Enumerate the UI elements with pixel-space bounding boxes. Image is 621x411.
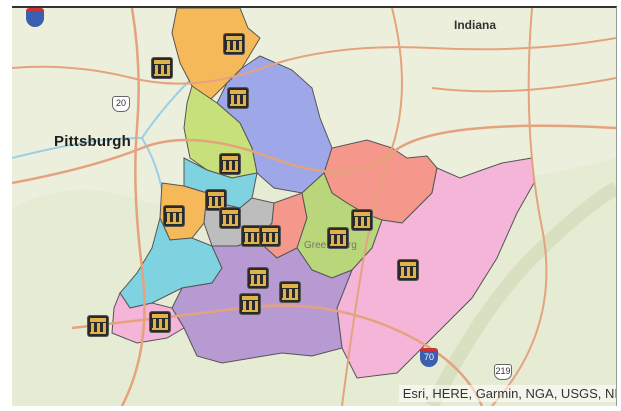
courthouse-icon[interactable] (220, 208, 240, 228)
courthouse-icon[interactable] (206, 190, 226, 210)
courthouse-icon[interactable] (280, 282, 300, 302)
courthouse-icon[interactable] (242, 226, 262, 246)
courthouse-icon[interactable] (240, 294, 260, 314)
map-view[interactable]: Pittsburgh Indiana Greensburg 20 70 219 … (12, 6, 617, 406)
interstate-shield-nw (26, 8, 44, 27)
terrain-ridge (425, 181, 616, 406)
road-us219 (491, 8, 548, 406)
basemap (12, 8, 616, 406)
courthouse-icon[interactable] (224, 34, 244, 54)
courthouse-icon[interactable] (260, 226, 280, 246)
map-attribution[interactable]: Esri, HERE, Garmin, NGA, USGS, NI (398, 385, 616, 402)
label-indiana: Indiana (454, 18, 497, 32)
interstate-shield: 70 (420, 348, 438, 367)
courthouse-icon[interactable] (152, 58, 172, 78)
route-shield-us: 20 (112, 96, 130, 112)
label-pittsburgh: Pittsburgh (54, 133, 131, 150)
road-us119 (341, 8, 403, 406)
courthouse-icon[interactable] (228, 88, 248, 108)
courthouse-icon[interactable] (328, 228, 348, 248)
river-ohio (12, 137, 143, 159)
road-us22 (12, 37, 616, 85)
courthouse-icon[interactable] (88, 316, 108, 336)
route-shield-us-south: 219 (494, 364, 512, 380)
road-i79 (120, 8, 146, 406)
courthouse-icon[interactable] (352, 210, 372, 230)
courthouse-icon[interactable] (150, 312, 170, 332)
road-east (431, 77, 616, 93)
road-turnpike (12, 124, 616, 185)
courthouse-icon[interactable] (248, 268, 268, 288)
courthouse-icon[interactable] (398, 260, 418, 280)
region-purple (171, 239, 353, 364)
courthouse-icon[interactable] (220, 154, 240, 174)
courthouse-icon[interactable] (164, 206, 184, 226)
